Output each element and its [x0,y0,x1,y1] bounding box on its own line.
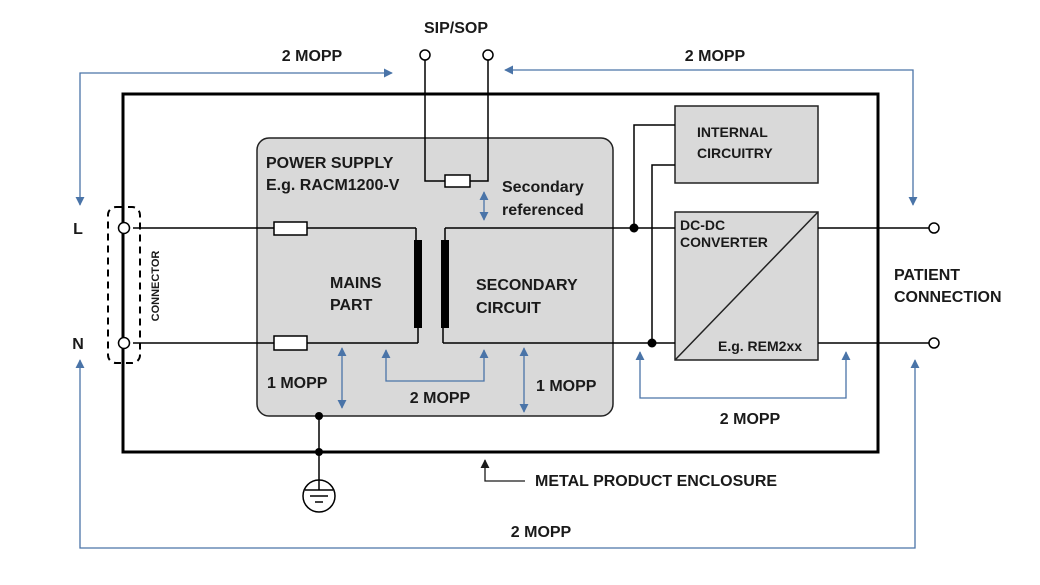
earth-ground-icon [302,479,336,513]
mopp-label-secondary-earth: 1 MOPP [536,378,597,395]
power-supply-block [256,137,614,417]
metal-enclosure [121,92,880,454]
connector-terminal-n [117,336,131,350]
mains-part-line1: MAINS [330,275,382,292]
patient-connection-line2: CONNECTION [894,289,1002,306]
fuse-n [273,335,308,351]
transformer-primary [414,240,422,328]
mopp-label-mains-secondary: 2 MOPP [410,390,471,407]
mopp-arrow-bottom [75,359,920,549]
enclosure-label: METAL PRODUCT ENCLOSURE [535,473,777,490]
connector-box [107,206,141,364]
sip-sop-label: SIP/SOP [424,20,488,37]
patient-terminal [928,222,940,234]
fuse-l [273,221,308,236]
connector-terminal-l [117,221,131,235]
internal-circuitry-line1: INTERNAL [697,124,768,140]
sip-sop-resistor [444,174,471,188]
secondary-circuit-line1: SECONDARY [476,277,578,294]
mopp-label-bottom: 2 MOPP [511,524,572,541]
patient-connection-line1: PATIENT [894,267,960,284]
secondary-referenced-line2: referenced [502,202,584,219]
dcdc-model: E.g. REM2xx [718,338,802,354]
mopp-label-dcdc: 2 MOPP [720,411,781,428]
mopp-label-top-left: 2 MOPP [282,48,343,65]
junction-dot [629,223,639,233]
enclosure-pointer [480,459,525,482]
dcdc-line1: DC-DC [680,217,725,233]
connector-label: CONNECTOR [150,251,162,322]
dcdc-diagonal [674,211,819,361]
junction-dot [315,448,323,456]
mopp-arrow-top-left [75,68,393,206]
internal-circuitry-line2: CIRCUITRY [697,145,773,161]
sip-terminal [419,49,431,61]
patient-terminal [928,337,940,349]
dcdc-line2: CONVERTER [680,234,768,250]
secondary-circuit-line2: CIRCUIT [476,300,541,317]
power-supply-model: E.g. RACM1200-V [266,177,400,194]
line-l-label: L [73,221,83,238]
secondary-referenced-line1: Secondary [502,179,584,196]
mopp-arrows [75,65,920,549]
mopp-label-top-right: 2 MOPP [685,48,746,65]
power-supply-title: POWER SUPPLY [266,155,394,172]
mopp-label-mains-earth: 1 MOPP [267,375,328,392]
mopp-arrow-dcdc [635,351,851,399]
transformer-secondary [441,240,449,328]
mopp-arrow-top-right [504,65,918,206]
mains-part-line2: PART [330,297,373,314]
junction-dot [315,412,323,420]
line-n-label: N [72,336,84,353]
sop-terminal [482,49,494,61]
junction-dot [647,338,657,348]
